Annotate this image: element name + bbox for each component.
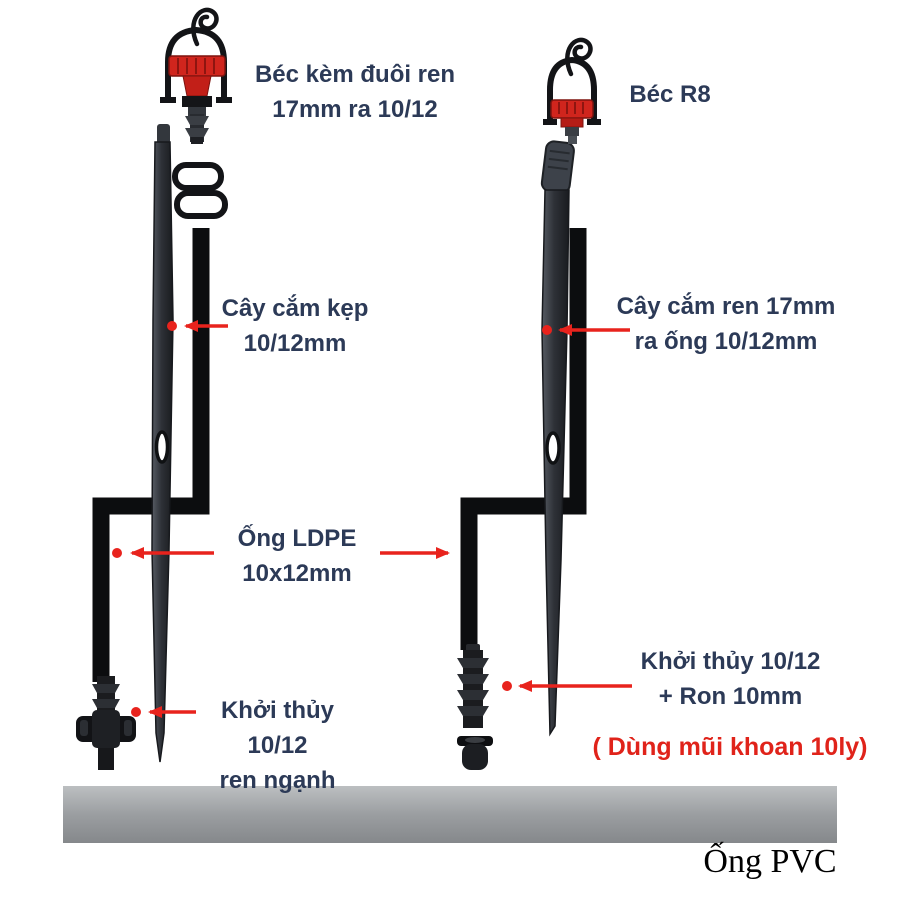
right-sprinkler [543, 37, 601, 144]
label-bec-r8: Béc R8 [629, 81, 711, 108]
label-cay-cam-ren: Cây cắm ren 17mm ra ống 10/12mm [616, 293, 836, 355]
left-lock-nut [182, 96, 212, 107]
pvc-pipe-bar [63, 786, 837, 843]
label-ong-pvc: Ống PVC [703, 843, 837, 880]
left-stake [151, 124, 228, 763]
right-rotor-frame [547, 56, 597, 122]
pointer-cay-cam-kep [167, 320, 228, 332]
pointer-cay-cam-ren [542, 324, 630, 336]
right-ldpe-tube [460, 228, 587, 650]
left-starter-connector [76, 676, 136, 770]
right-rubber-grommet [457, 736, 493, 770]
label-bec-kem-duoi-ren: Béc kèm đuôi ren 17mm ra 10/12 [254, 61, 456, 123]
right-stake-coupler [540, 140, 575, 194]
label-khoi-thuy-ron: Khởi thủy 10/12 + Ron 10mm [640, 648, 821, 710]
pointer-ong-ldpe-left [112, 547, 214, 559]
left-thread-tail-adapter [185, 107, 209, 144]
right-deflector-cap [550, 99, 594, 119]
left-stake-hole [154, 430, 170, 464]
label-ong-ldpe: Ống LDPE 10x12mm [237, 525, 357, 587]
drill-bit-note: ( Dùng mũi khoan 10ly) [592, 733, 868, 761]
left-sprinkler [160, 7, 232, 144]
left-stake-clip-ring-2 [174, 190, 228, 219]
right-stake-hole [545, 431, 561, 465]
pointer-khoi-thuy-ron [502, 680, 632, 692]
left-ldpe-tube [92, 228, 210, 682]
right-sprinkler-ring [560, 117, 584, 128]
hanger-hook-icon [565, 37, 593, 77]
pointer-khoi-thuy-ren-nganh [131, 706, 196, 718]
label-cay-cam-kep: Cây cắm kẹp 10/12mm [221, 295, 369, 357]
left-sprinkler-body [182, 75, 212, 97]
left-stake-clip-ring-1 [172, 162, 224, 191]
right-starter-connector [457, 644, 489, 728]
left-rotor-frame [165, 26, 227, 100]
label-khoi-thuy-ren-nganh: Khởi thủy 10/12 ren ngạnh [219, 697, 336, 794]
hanger-hook-icon [191, 7, 219, 47]
